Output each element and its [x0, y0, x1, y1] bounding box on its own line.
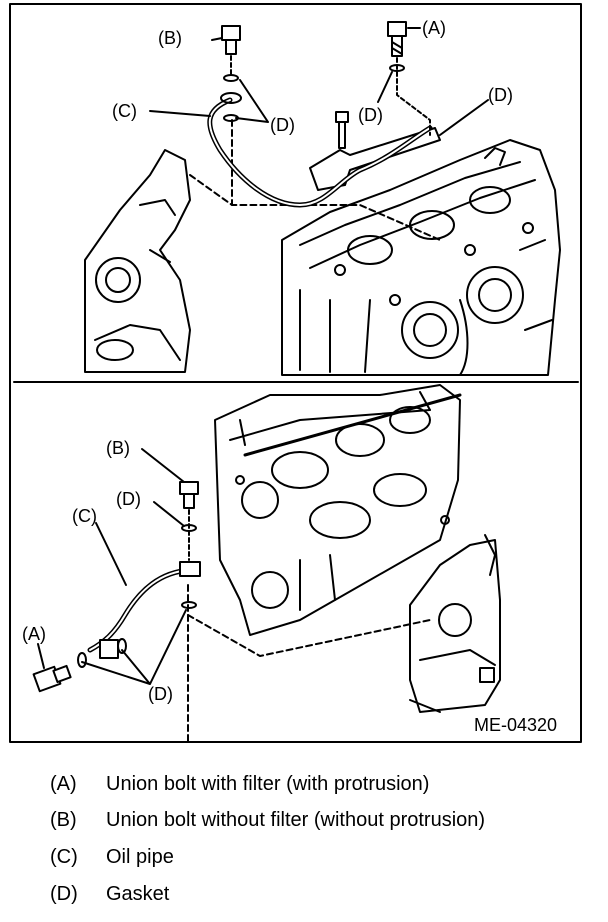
bottom-oil-pipe	[87, 567, 193, 653]
figure-code: ME-04320	[474, 715, 557, 735]
leader-top-d1	[235, 79, 269, 123]
leader-top-d2	[377, 71, 393, 103]
bottom-guide-line-2	[187, 614, 431, 657]
bottom-pipe-eye-lower	[99, 639, 119, 659]
bottom-gasket-2	[77, 652, 87, 668]
top-union-bolt-a	[387, 21, 431, 136]
label-bottom-d2: (D)	[148, 684, 173, 704]
legend-key: (C)	[50, 846, 78, 868]
label-top-d3: (D)	[488, 85, 513, 105]
diagram-svg: (B) (A) (C) (D) (D) (D) (B) (D) (C) (A) …	[9, 3, 582, 743]
legend-text: Gasket	[106, 883, 170, 905]
legend-key: (A)	[50, 773, 77, 795]
leader-bottom-c	[95, 522, 127, 586]
bottom-pipe-eye-upper	[179, 561, 201, 577]
top-small-bolt	[335, 111, 349, 149]
label-bottom-d1: (D)	[116, 489, 141, 509]
figure-frame	[9, 3, 582, 743]
label-bottom-a: (A)	[22, 624, 46, 644]
label-top-d2: (D)	[358, 105, 383, 125]
leader-bottom-d1	[153, 501, 185, 527]
legend: (A) Union bolt with filter (with protrus…	[0, 760, 608, 922]
leader-bottom-a	[37, 643, 45, 669]
label-top-d1: (D)	[270, 115, 295, 135]
bottom-union-bolt-b	[179, 481, 199, 561]
legend-text: Union bolt with filter (with protrusion)	[106, 773, 430, 795]
label-bottom-b: (B)	[106, 438, 130, 458]
leader-bottom-b	[141, 448, 185, 483]
leader-top-c	[149, 110, 211, 117]
label-top-a: (A)	[422, 18, 446, 38]
top-engine-head	[281, 139, 561, 376]
label-top-b: (B)	[158, 28, 182, 48]
leader-top-b	[211, 37, 223, 41]
legend-text: Union bolt without filter (without protr…	[106, 809, 486, 831]
bottom-gasket-3	[117, 638, 127, 654]
label-top-c: (C)	[112, 101, 137, 121]
leader-top-d3	[439, 99, 489, 136]
bottom-union-bolt-a	[32, 664, 72, 693]
label-bottom-c: (C)	[72, 506, 97, 526]
legend-key: (B)	[50, 809, 77, 831]
bottom-gasket-1	[181, 601, 197, 609]
bottom-engine-head	[214, 384, 462, 636]
top-oil-pipe-inner	[208, 99, 431, 206]
bottom-engine-block	[409, 534, 501, 713]
top-bracket	[309, 127, 441, 191]
leader-bottom-d2	[81, 609, 187, 685]
top-union-bolt-b	[220, 25, 242, 122]
legend-text: Oil pipe	[106, 846, 174, 868]
top-engine-block	[84, 149, 191, 373]
exploded-diagram: (B) (A) (C) (D) (D) (D) (B) (D) (C) (A) …	[9, 3, 582, 743]
legend-key: (D)	[50, 883, 78, 905]
